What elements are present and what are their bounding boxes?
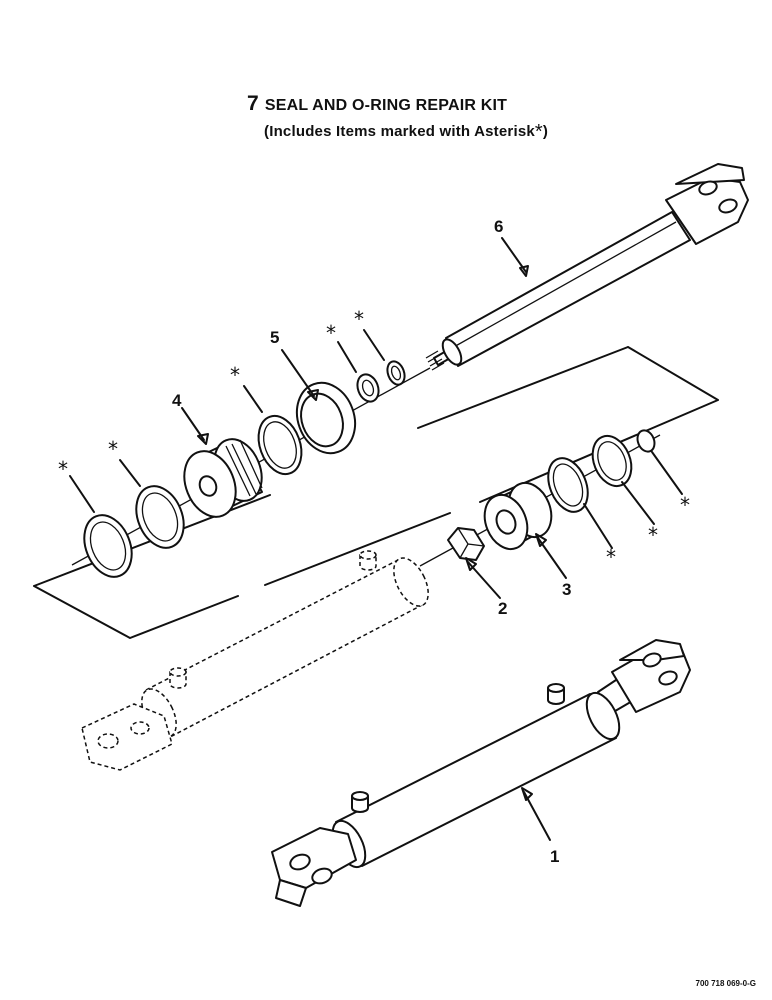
piston-item-4 [183, 438, 263, 518]
close-paren: ) [542, 123, 549, 140]
rod-seal-upper [257, 414, 303, 476]
callout-1: 1 [550, 847, 559, 866]
asterisk-marker: * [606, 545, 616, 569]
asterisk-marker: * [354, 307, 364, 331]
phantom-barrel [81, 550, 429, 771]
gland-item-3 [483, 481, 553, 551]
kit-subtitle-text: (Includes Items marked with Asterisk [264, 123, 535, 140]
small-oring-lower [636, 429, 656, 453]
small-oring-upper [386, 360, 406, 386]
callout-5: 5 [270, 328, 279, 347]
asterisk-marker: * [58, 457, 68, 481]
asterisk-marker: * [326, 321, 336, 345]
callout-3: 3 [562, 580, 571, 599]
kit-name: SEAL AND O-RING REPAIR KIT [264, 97, 508, 114]
callout-labels: 6 5 4 2 3 1 [172, 217, 571, 866]
asterisk-marker: * [680, 493, 690, 517]
gland-item-5 [295, 381, 357, 455]
leader-lines [69, 237, 683, 841]
asterisk-markers: * * * * * * * * [58, 307, 690, 569]
hex-nut-item-2 [447, 527, 485, 561]
callout-6: 6 [494, 217, 503, 236]
piston-rod [425, 163, 749, 371]
oring-lower [591, 434, 633, 488]
piston-seal-a [135, 485, 185, 549]
backup-ring-upper [356, 373, 380, 403]
kit-number: 7 [247, 92, 259, 115]
asterisk-symbol: * [534, 121, 543, 143]
callout-2: 2 [498, 599, 507, 618]
kit-title: 7 SEAL AND O-RING REPAIR KIT [247, 92, 507, 116]
asterisk-marker: * [108, 437, 118, 461]
kit-subtitle: (Includes Items marked with Asterisk*) [264, 119, 549, 143]
figure-id: 700 718 069-0-G [695, 979, 757, 988]
assembled-cylinder [271, 639, 691, 907]
asterisk-marker: * [648, 523, 658, 547]
asterisk-marker: * [230, 363, 240, 387]
wiper-seal-lower [547, 457, 589, 513]
callout-4: 4 [172, 391, 182, 410]
piston-seal-b [83, 514, 133, 578]
